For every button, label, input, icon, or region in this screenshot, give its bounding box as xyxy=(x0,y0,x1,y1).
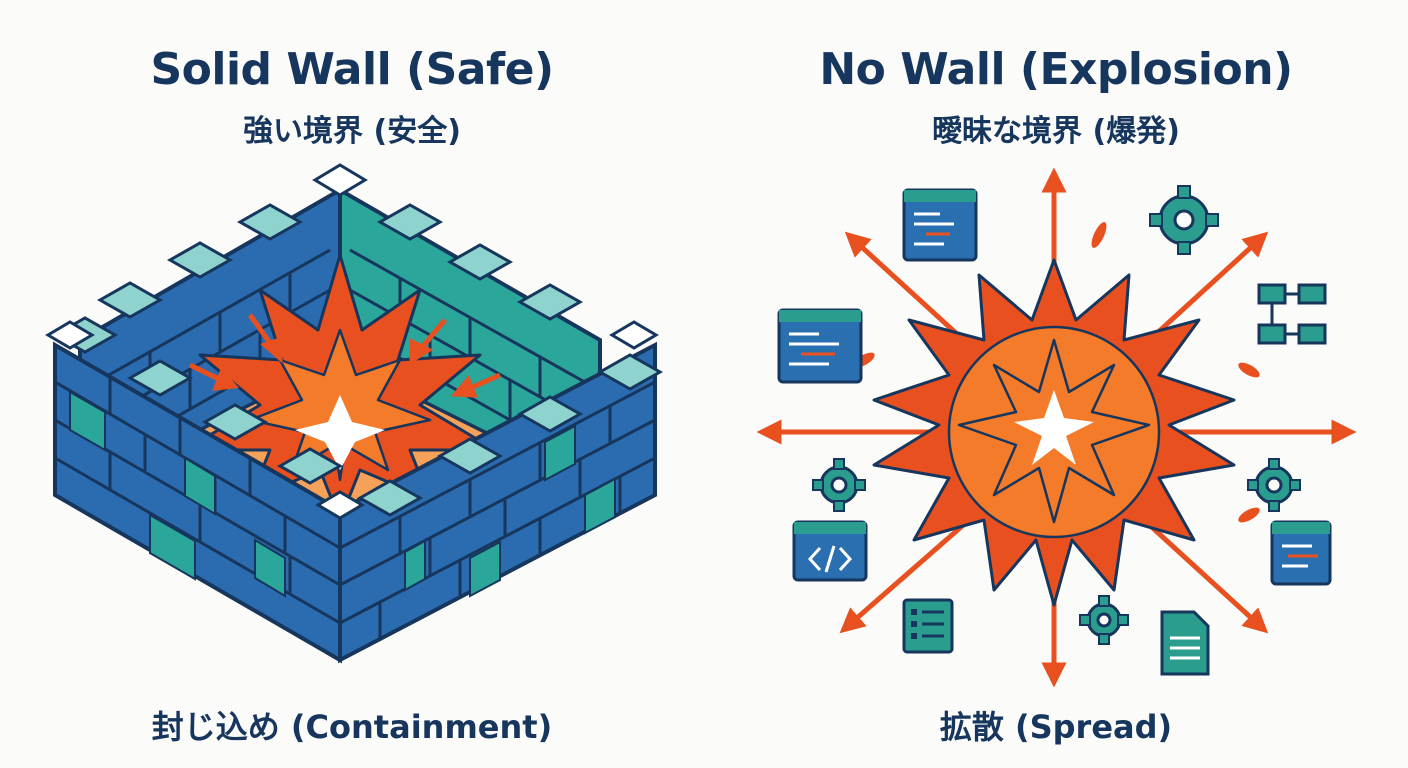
no-wall-title: No Wall (Explosion) xyxy=(819,44,1293,95)
front-right-bricks xyxy=(339,380,656,640)
gear-icon xyxy=(1079,595,1129,645)
document-icon xyxy=(1160,610,1210,676)
solid-wall-subtitle: 強い境界 (安全) xyxy=(243,114,461,149)
gear-icon xyxy=(1149,185,1219,255)
front-left-teal-bricks xyxy=(69,390,286,598)
code-tag-icon xyxy=(792,520,868,582)
code-editor-icon xyxy=(902,188,978,262)
central-explosion xyxy=(872,258,1236,607)
no-wall-subtitle: 曖昧な境界 (爆発) xyxy=(932,114,1180,149)
front-right-teal-bricks xyxy=(404,424,616,598)
code-editor-icon xyxy=(1270,520,1332,586)
inward-arrows xyxy=(188,313,502,398)
flowchart-icon xyxy=(1257,283,1327,345)
wall-corner-caps xyxy=(45,163,659,520)
gear-icon xyxy=(812,458,866,512)
solid-wall-title: Solid Wall (Safe) xyxy=(150,44,554,95)
walled-explosion-illustration xyxy=(45,163,664,664)
spreading-explosion-illustration xyxy=(756,167,1357,688)
solid-wall-panel: Solid Wall (Safe) 強い境界 (安全) xyxy=(45,44,664,746)
gear-icon xyxy=(1247,458,1301,512)
spread-caption: 拡散 (Spread) xyxy=(939,708,1173,746)
crenellations xyxy=(51,203,664,517)
containment-caption: 封じ込め (Containment) xyxy=(151,708,553,746)
code-editor-icon xyxy=(777,308,863,384)
no-wall-panel: No Wall (Explosion) 曖昧な境界 (爆発) xyxy=(704,0,1408,768)
checklist-icon xyxy=(902,598,954,654)
